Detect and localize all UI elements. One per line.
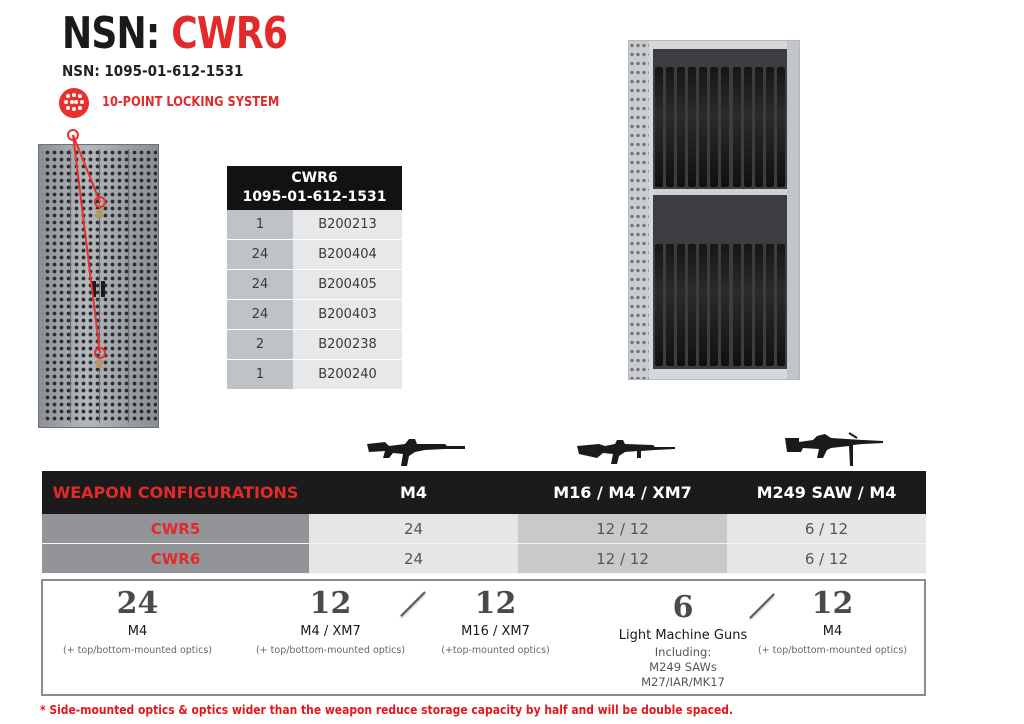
title-prefix: NSN: bbox=[62, 8, 172, 59]
part-cell: B200240 bbox=[293, 359, 402, 390]
capacity-weapon: M16 / XM7 bbox=[461, 624, 530, 639]
capacity-item: 12 M4 (+ top/bottom-mounted optics) bbox=[755, 587, 910, 658]
capacity-note: (+ top/bottom-mounted optics) bbox=[255, 645, 406, 656]
part-cell: B200238 bbox=[293, 329, 402, 360]
capacity-number: 24 bbox=[116, 586, 159, 621]
capacity-item: 12 M4 / XM7 (+ top/bottom-mounted optics… bbox=[248, 587, 413, 658]
capacity-note: (+ top/bottom-mounted optics) bbox=[757, 645, 908, 656]
capacity-weapon: M4 bbox=[127, 624, 148, 639]
capacity-number: 12 bbox=[811, 586, 854, 621]
capacity-sub: M249 SAWs bbox=[649, 660, 717, 674]
m16-count-cell: 12 / 12 bbox=[518, 514, 727, 544]
m249-count-cell: 6 / 12 bbox=[727, 514, 926, 544]
lock-points-icon bbox=[59, 88, 89, 118]
weapon-config-table: WEAPON CONFIGURATIONS M4 M16 / M4 / XM7 … bbox=[42, 471, 926, 574]
capacity-number: 12 bbox=[309, 586, 352, 621]
table-row: CWR6 24 12 / 12 6 / 12 bbox=[42, 543, 926, 574]
table-row: CWR5 24 12 / 12 6 / 12 bbox=[42, 514, 926, 544]
config-header-m16: M16 / M4 / XM7 bbox=[518, 471, 727, 514]
locking-system-label: 10-POINT LOCKING SYSTEM bbox=[102, 95, 280, 110]
footnote: * Side-mounted optics & optics wider tha… bbox=[40, 702, 734, 717]
config-header-title: WEAPON CONFIGURATIONS bbox=[42, 471, 309, 514]
capacity-note: (+top-mounted optics) bbox=[441, 645, 550, 656]
capacity-summary-box: 24 M4 (+ top/bottom-mounted optics) 12 M… bbox=[41, 579, 926, 696]
qty-cell: 1 bbox=[227, 210, 293, 240]
capacity-note: (+ top/bottom-mounted optics) bbox=[62, 645, 213, 656]
parts-table-header: CWR6 1095-01-612-1531 bbox=[227, 166, 402, 210]
parts-table-nsn: 1095-01-612-1531 bbox=[242, 189, 387, 205]
nsn-number: NSN: 1095-01-612-1531 bbox=[62, 62, 244, 80]
part-cell: B200213 bbox=[293, 210, 402, 240]
qty-cell: 24 bbox=[227, 299, 293, 330]
capacity-sub: Including: bbox=[654, 645, 712, 659]
capacity-weapon: M4 / XM7 bbox=[300, 624, 361, 639]
qty-cell: 24 bbox=[227, 269, 293, 300]
config-header-m4: M4 bbox=[309, 471, 518, 514]
open-cabinet-image bbox=[628, 40, 800, 380]
m4-count-cell: 24 bbox=[309, 514, 518, 544]
closed-cabinet-image bbox=[38, 144, 159, 428]
m4-count-cell: 24 bbox=[309, 543, 518, 574]
config-header-m249: M249 SAW / M4 bbox=[727, 471, 926, 514]
capacity-weapon: Light Machine Guns bbox=[618, 628, 748, 643]
m16-rifle-icon bbox=[577, 440, 675, 464]
part-cell: B200403 bbox=[293, 299, 402, 330]
capacity-item: 6 Light Machine Guns Including: M249 SAW… bbox=[608, 591, 758, 690]
qty-cell: 2 bbox=[227, 329, 293, 360]
part-cell: B200405 bbox=[293, 269, 402, 300]
capacity-number: 6 bbox=[672, 590, 694, 625]
model-cell: CWR6 bbox=[42, 543, 309, 574]
title-model: CWR6 bbox=[171, 8, 288, 59]
capacity-item: 12 M16 / XM7 (+top-mounted optics) bbox=[423, 587, 568, 658]
model-cell: CWR5 bbox=[42, 514, 309, 544]
capacity-item: 24 M4 (+ top/bottom-mounted optics) bbox=[55, 587, 220, 658]
locking-points-diagram bbox=[67, 129, 106, 368]
page-title: NSN: CWR6 bbox=[62, 4, 288, 64]
part-cell: B200404 bbox=[293, 239, 402, 270]
qty-cell: 24 bbox=[227, 239, 293, 270]
m4-rifle-icon bbox=[367, 439, 465, 466]
m249-saw-icon bbox=[785, 432, 883, 466]
capacity-sub: M27/IAR/MK17 bbox=[641, 675, 725, 689]
m16-count-cell: 12 / 12 bbox=[518, 543, 727, 574]
qty-cell: 1 bbox=[227, 359, 293, 390]
parts-table-title: CWR6 bbox=[291, 170, 338, 186]
m249-count-cell: 6 / 12 bbox=[727, 543, 926, 574]
capacity-number: 12 bbox=[474, 586, 517, 621]
capacity-weapon: M4 bbox=[822, 624, 843, 639]
